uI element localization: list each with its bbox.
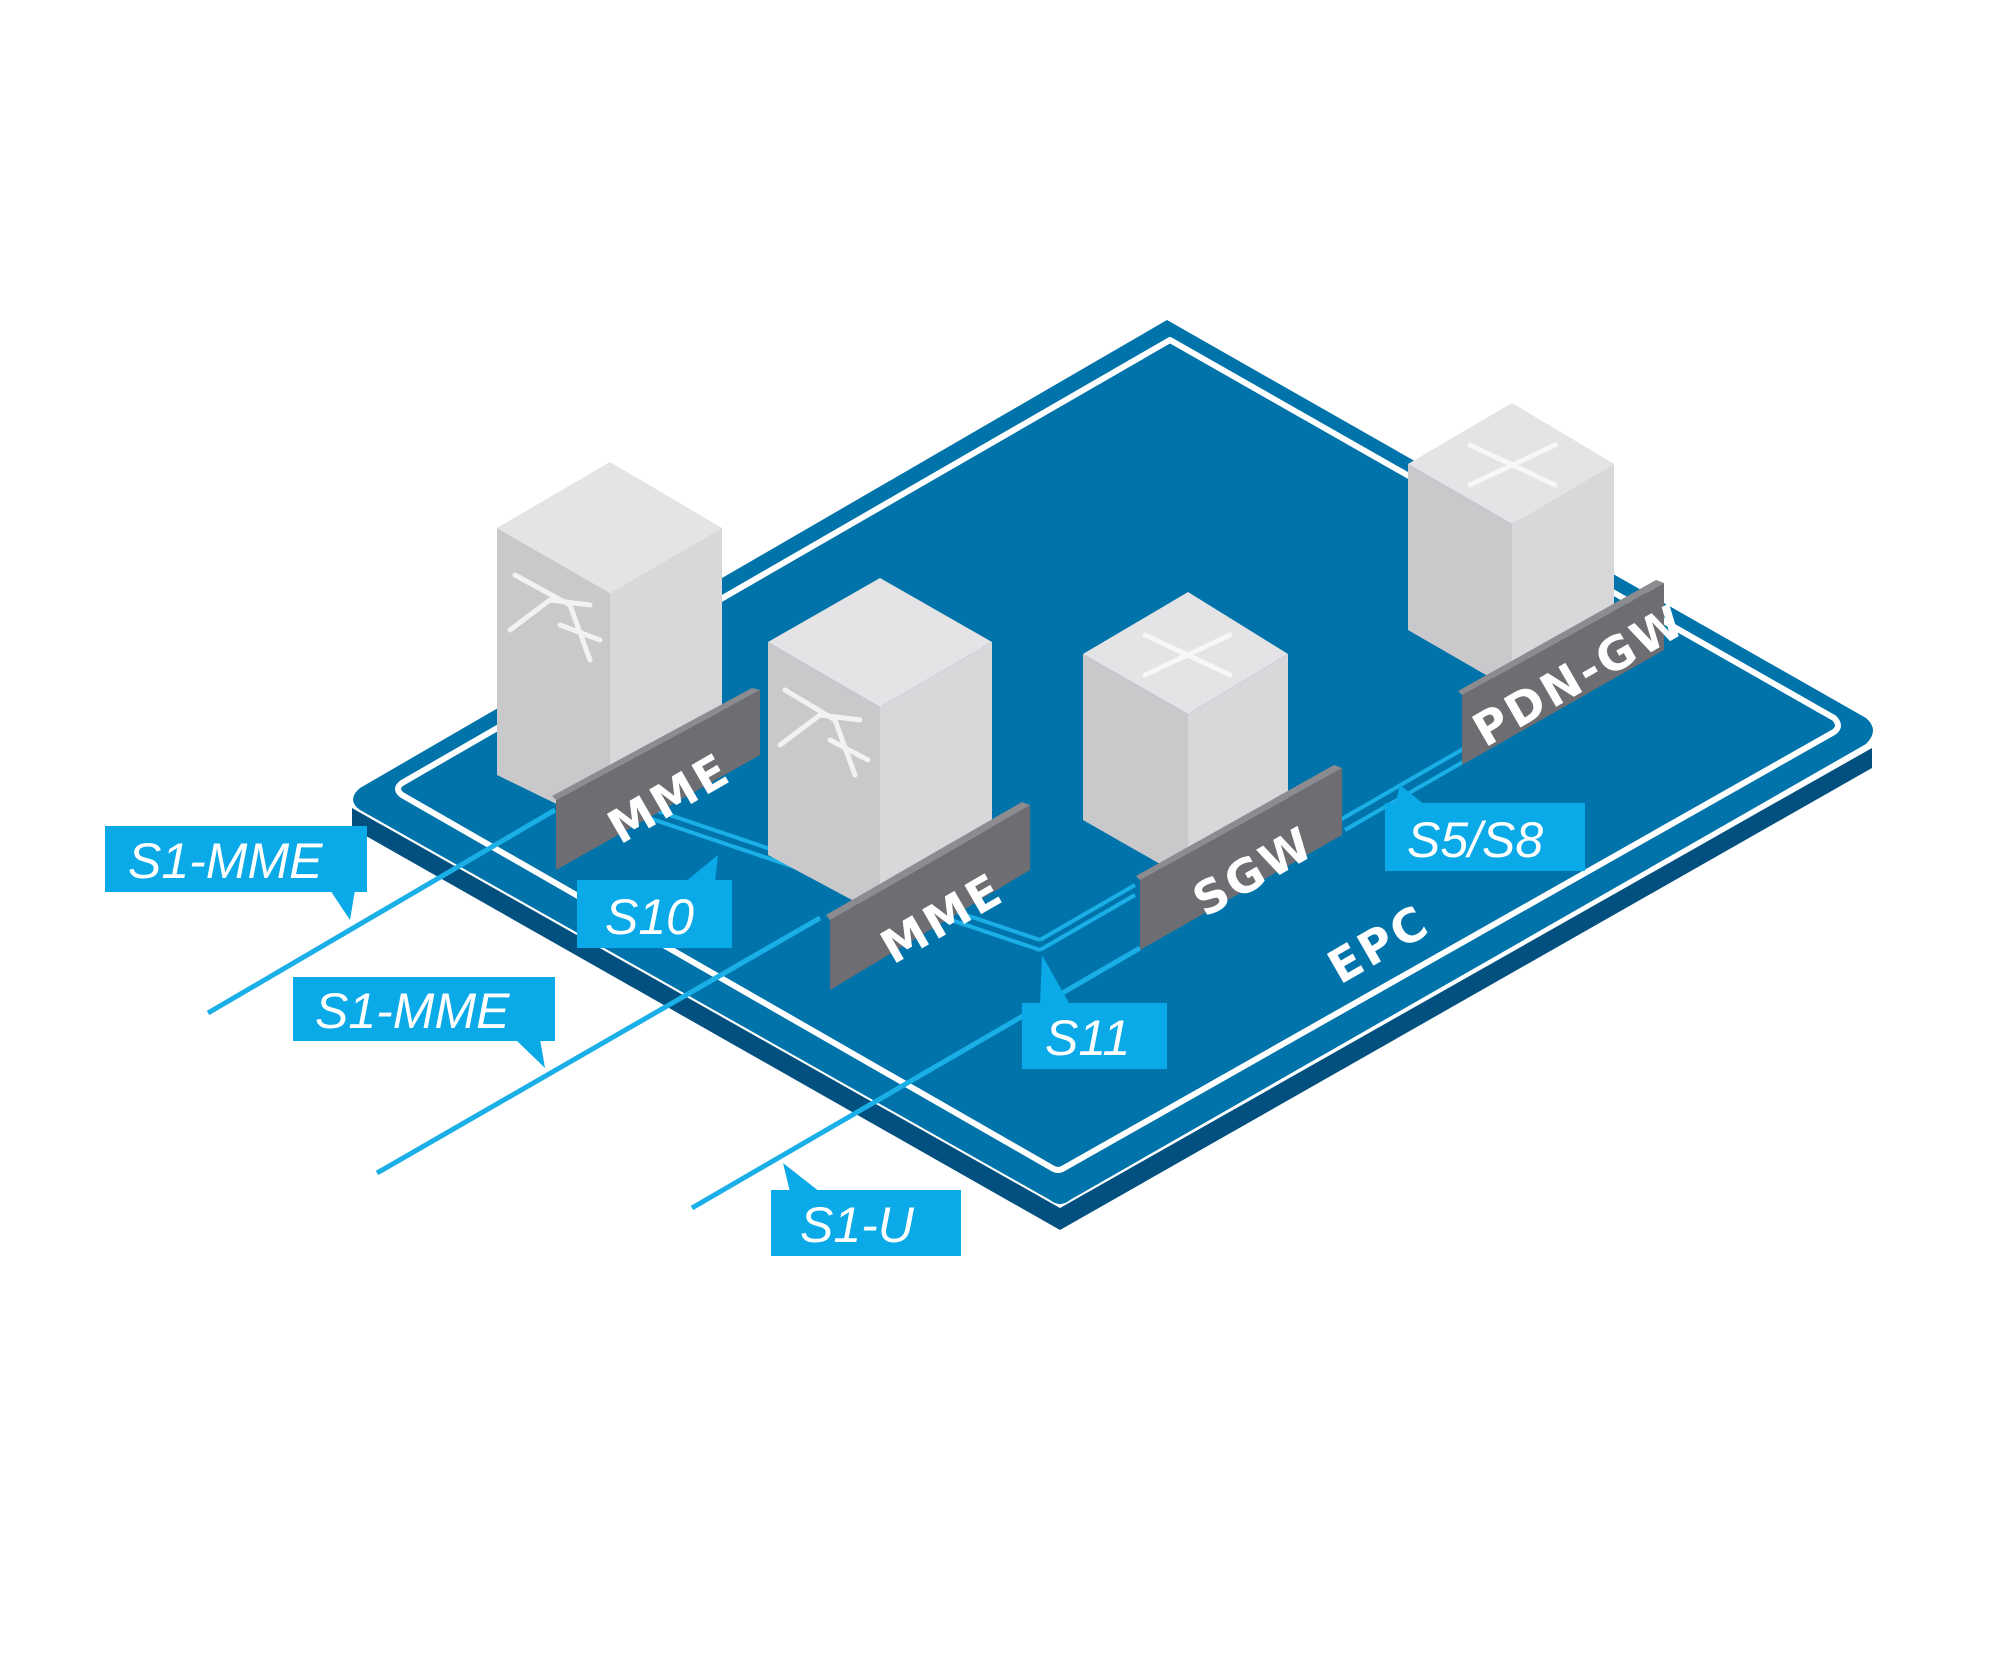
callout-box [1022,1003,1167,1069]
s1mme-2-line [375,915,822,1176]
s1u-line [690,945,1142,1211]
callout-s1u[interactable]: S1-U [771,1163,961,1256]
server-left-face [1083,654,1188,880]
platform-side [352,748,1872,1230]
callout-s1mme-2[interactable]: S1-MME [293,977,555,1068]
callout-s1mme-1[interactable]: S1-MME [105,826,367,920]
router-arrows-icon [1142,632,1233,678]
callout-pointer [783,1163,820,1192]
switch-arrows-icon [507,572,603,663]
s1mme-1-line [206,807,557,1016]
label-plate [1140,768,1342,950]
callout-pointer [1040,955,1070,1005]
callout-pointer [515,1039,545,1068]
callout-s11[interactable]: S11 [1022,955,1167,1069]
label-plate [556,690,760,870]
callout-s10[interactable]: S10 [577,855,732,948]
label-plate [830,805,1030,990]
label-plate-top [826,802,1030,920]
switch-arrows-icon [777,687,871,778]
server-top-face [768,578,992,707]
callout-label: S1-U [800,1197,915,1253]
interface-callouts: S1-MME S1-MME S10 S11 S5/S8 [105,785,1585,1256]
node-mme1[interactable]: MME [497,462,760,870]
callout-label: S1-MME [128,833,323,889]
callout-label: S5/S8 [1407,812,1543,868]
callout-pointer [1395,785,1425,805]
callout-box [105,826,367,892]
node-sgw[interactable]: SGW [1083,592,1342,950]
label-plate-top [1458,580,1664,695]
router-arrows-icon [1467,442,1558,488]
server-top-face [497,462,722,593]
callout-label: S11 [1045,1010,1130,1066]
callout-box [293,977,555,1041]
server-left-face [1408,464,1512,690]
external-links [206,807,1142,1211]
label-plate [1462,583,1664,765]
callout-box [577,880,732,948]
callout-label: S1-MME [315,983,510,1039]
callout-box [1385,803,1585,871]
s5s8-link [1339,743,1476,832]
label-plate-top [552,688,760,800]
s11-link [1038,883,1137,952]
platform-border [395,337,1841,1173]
callout-box [771,1190,961,1256]
callout-s5s8[interactable]: S5/S8 [1385,785,1585,871]
callout-label: S10 [605,889,694,945]
server-left-face [768,642,880,915]
callout-pointer [685,855,718,882]
label-plate-top [1136,765,1342,880]
callout-pointer [330,890,355,920]
